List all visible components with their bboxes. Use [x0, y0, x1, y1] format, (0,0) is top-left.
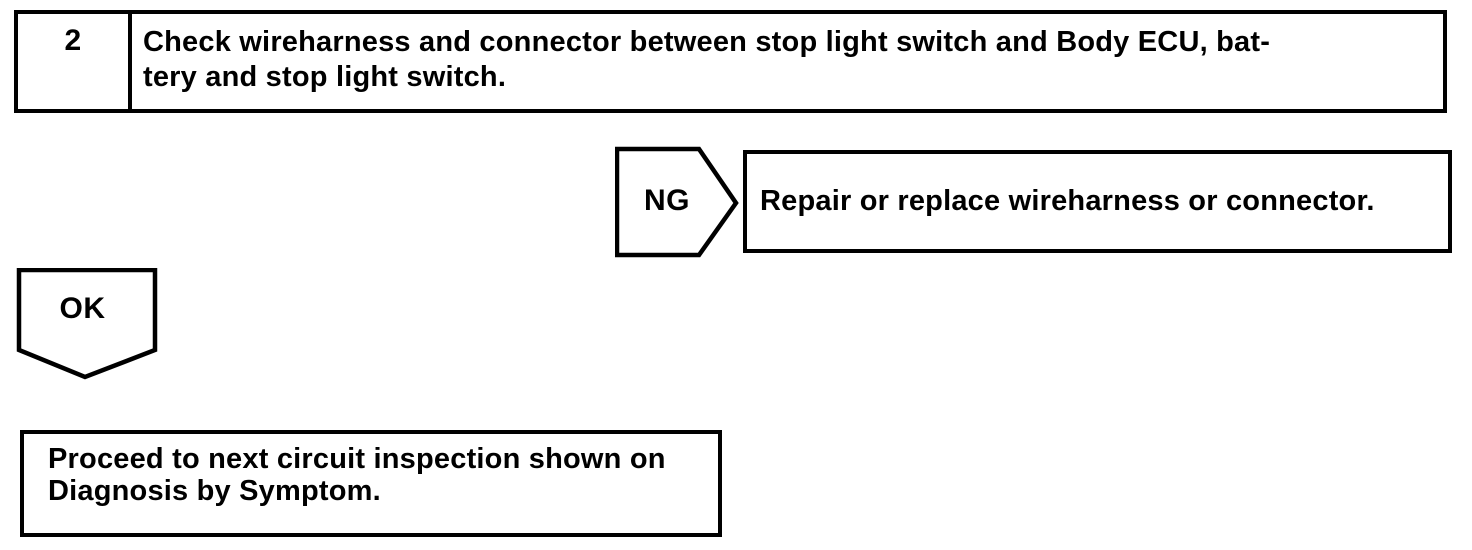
ok-connector-shape — [16, 268, 158, 380]
step-box: 2 Check wireharness and connector betwee… — [14, 10, 1447, 113]
step-number: 2 — [64, 24, 82, 57]
ok-connector-label: OK — [59, 292, 106, 325]
step-instruction: Check wireharness and connector between … — [132, 14, 1443, 109]
step-instruction-line-1: Check wireharness and connector between … — [143, 26, 1271, 58]
ok-result-line-2: Diagnosis by Symptom. — [48, 475, 381, 507]
ng-connector-shape — [615, 146, 739, 258]
ng-result-box: Repair or replace wireharness or connect… — [743, 150, 1452, 253]
ng-pentagon-right-icon — [615, 146, 739, 258]
ng-result-text: Repair or replace wireharness or connect… — [760, 185, 1375, 217]
step-instruction-line-2: tery and stop light switch. — [143, 61, 507, 93]
ok-result-line-1: Proceed to next circuit inspection shown… — [48, 443, 666, 475]
ng-connector-label: NG — [644, 184, 690, 217]
ok-pentagon-down-icon — [16, 268, 158, 380]
step-number-cell: 2 — [18, 14, 132, 109]
ok-result-box: Proceed to next circuit inspection shown… — [20, 430, 722, 537]
